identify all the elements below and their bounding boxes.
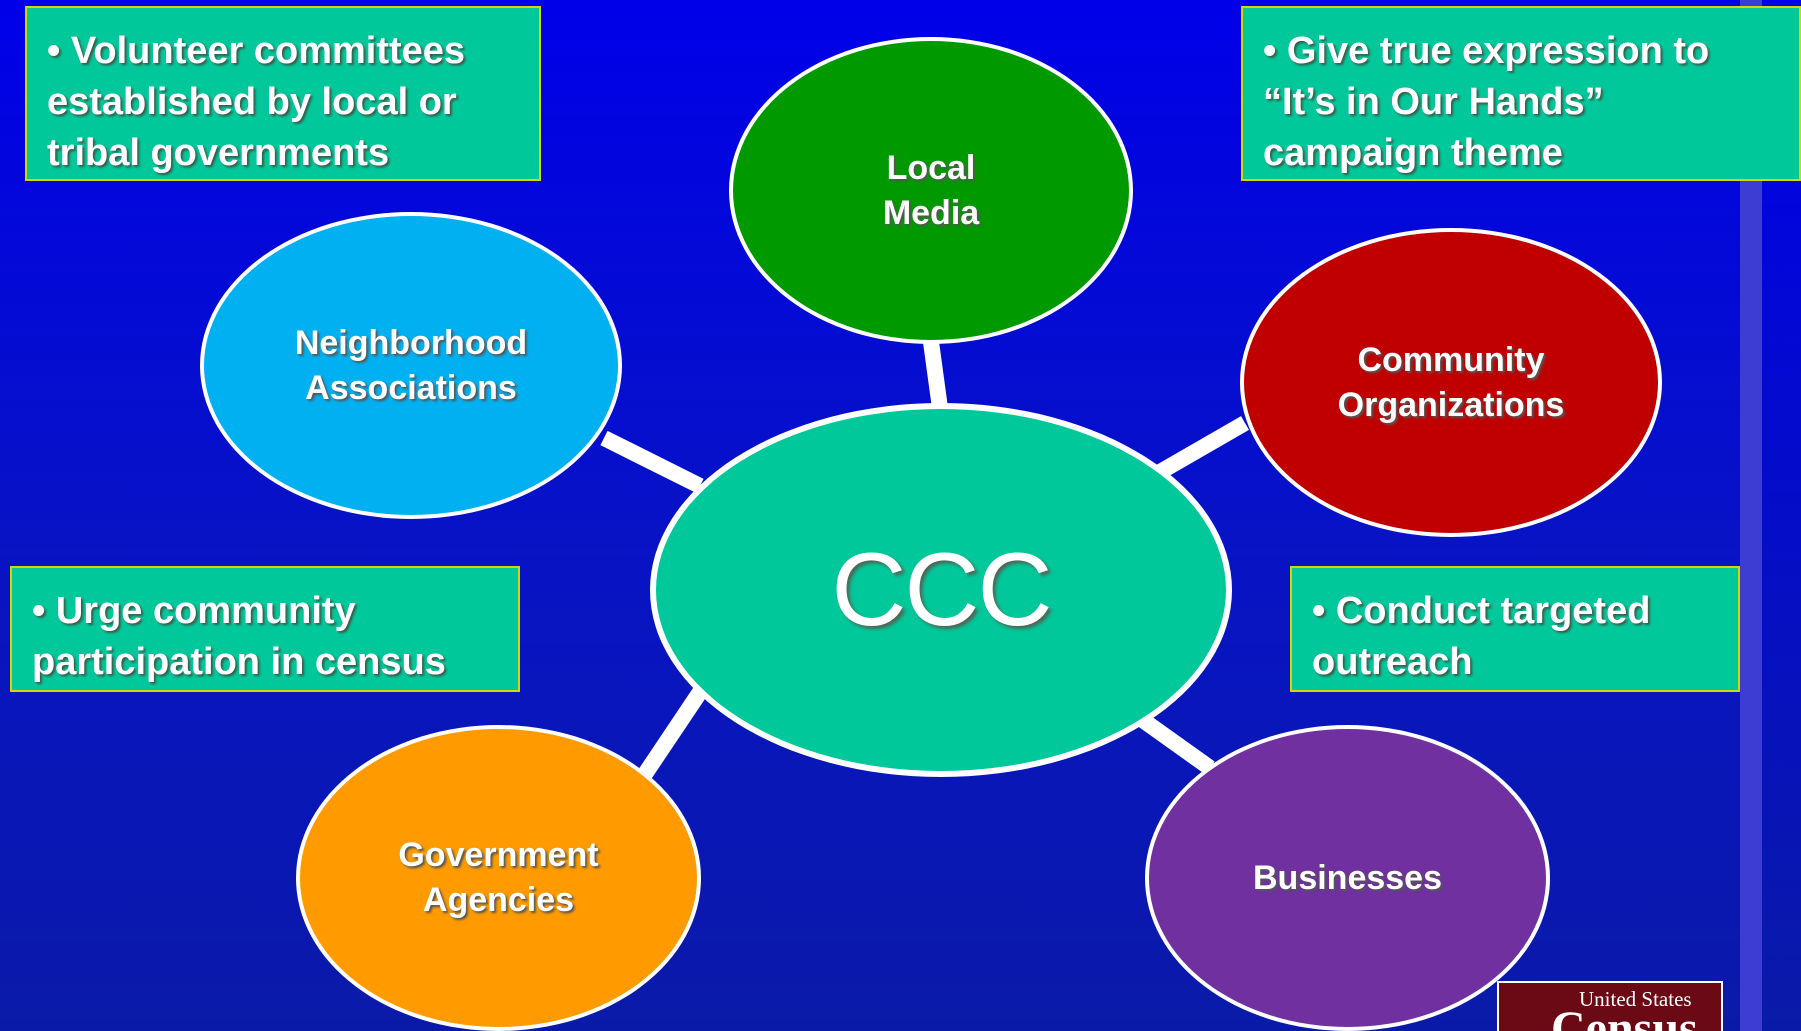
node-center-ccc: CCC [650, 403, 1232, 777]
right-edge-stripe [1740, 0, 1762, 1031]
node-businesses-label: Businesses [1253, 858, 1442, 897]
note-volunteer-committees: • Volunteer committees established by lo… [25, 6, 541, 181]
connector-neighborhood-associations [600, 430, 704, 494]
node-businesses: Businesses [1145, 725, 1550, 1031]
node-community-organizations-label: Community Organizations [1337, 340, 1565, 424]
node-center-label: CCC [831, 531, 1052, 648]
census-logo: United States Census [1497, 981, 1723, 1031]
census-logo-line2: Census [1551, 1002, 1698, 1031]
node-community-organizations: Community Organizations [1240, 228, 1662, 537]
connector-community-organizations [1156, 416, 1249, 479]
connector-local-media [923, 340, 948, 410]
census-logo-line1: United States [1579, 987, 1692, 1011]
node-neighborhood-associations-label: Neighborhood Associations [294, 323, 528, 407]
node-local-media-label: Local Media [882, 148, 980, 232]
node-neighborhood-associations: Neighborhood Associations [200, 212, 622, 519]
note-community-participation: • Urge community participation in census [10, 566, 520, 692]
note-campaign-theme: • Give true expression to “It’s in Our H… [1241, 6, 1801, 181]
note-targeted-outreach: • Conduct targeted outreach [1290, 566, 1740, 692]
connector-businesses [1135, 711, 1215, 775]
connector-government-agencies [638, 687, 707, 779]
node-government-agencies-label: Government Agencies [398, 836, 599, 919]
node-local-media: Local Media [729, 37, 1133, 344]
node-government-agencies: Government Agencies [296, 725, 701, 1031]
